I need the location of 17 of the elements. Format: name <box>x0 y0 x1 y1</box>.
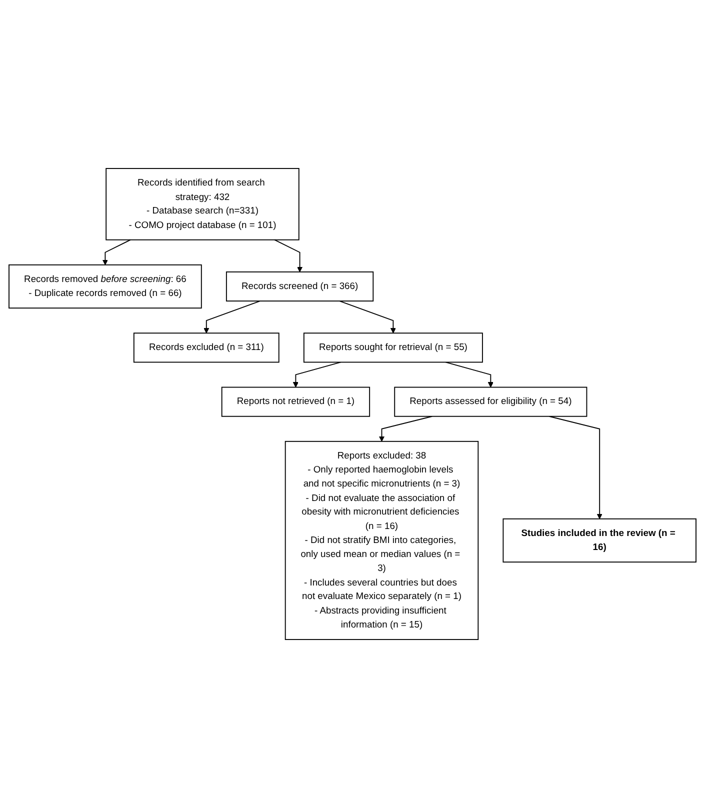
arrow <box>204 300 260 334</box>
arrow <box>548 416 602 520</box>
node-box: Records removed before screening: 66 - Duplicate records removed (n = 66) <box>8 264 202 309</box>
node-box: Reports excluded: 38 - Only reported haemoglobin levels and not specific micronutrients (n = 3) - Did not evaluate the association of obesity with micronutrient deficiencies (n = 16) - Did not stratify BMI into categories, only used mean or median values (n = 3) - Includes several countries but does not evaluate Mexico separately (n = 1) - Abstracts providing insufficient information (n = 15) <box>284 440 479 640</box>
arrow <box>445 362 494 388</box>
arrow <box>274 239 303 272</box>
node-box: Records excluded (n = 311) <box>133 332 280 363</box>
arrow <box>339 300 396 334</box>
arrow <box>379 416 433 442</box>
node-box: Reports assessed for eligibility (n = 54) <box>394 386 588 417</box>
node-box: Reports sought for retrieval (n = 55) <box>303 332 483 363</box>
node-box: Studies included in the review (n = 16) <box>502 518 696 563</box>
arrow <box>292 362 342 388</box>
arrow <box>102 239 131 266</box>
node-box: Records screened (n = 366) <box>226 271 374 302</box>
node-box: Records identified from search strategy: 432 - Database search (n=331) - COMO project database (n = 101) <box>106 168 300 240</box>
node-box: Reports not retrieved (n = 1) <box>221 386 370 417</box>
